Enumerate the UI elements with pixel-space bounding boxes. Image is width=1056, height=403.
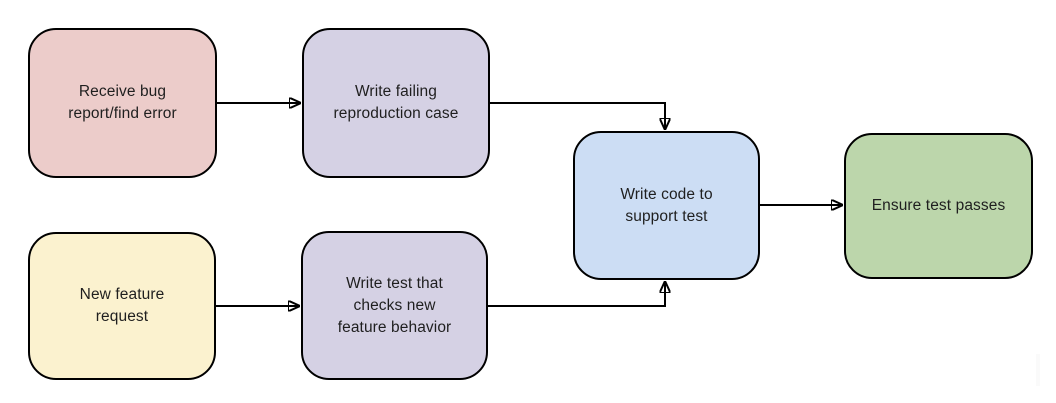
node-write-test: Write test that checks new feature behav… [301, 231, 488, 380]
node-write-failing-repro: Write failing reproduction case [302, 28, 490, 178]
node-write-failing-repro-label: Write failing reproduction case [333, 83, 459, 122]
node-ensure-test-passes-label: Ensure test passes [871, 197, 1006, 214]
node-receive-bug-label: Receive bug report/find error [68, 83, 177, 122]
node-write-code: Write code to support test [573, 131, 760, 280]
edge-write-failing-repro-to-write-code [490, 102, 665, 129]
node-receive-bug: Receive bug report/find error [28, 28, 217, 178]
node-new-feature-request-label: New feature request [79, 286, 165, 325]
edge-write-test-to-write-code [488, 282, 665, 307]
node-write-test-label: Write test that checks new feature behav… [337, 274, 452, 336]
edge-artifact-bar [1036, 354, 1040, 386]
node-new-feature-request: New feature request [28, 232, 216, 380]
node-ensure-test-passes: Ensure test passes [844, 133, 1033, 279]
node-write-code-label: Write code to support test [620, 185, 713, 225]
